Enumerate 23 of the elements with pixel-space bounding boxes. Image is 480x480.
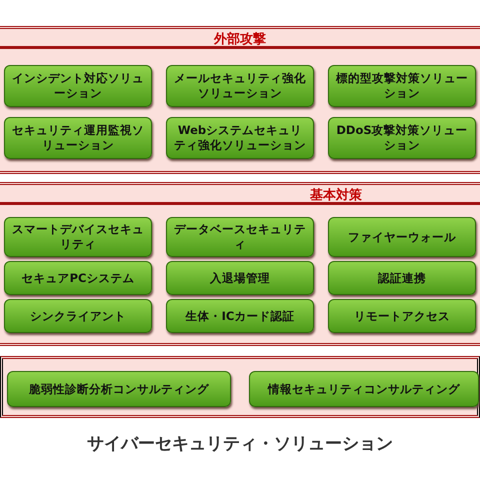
solution-box: ファイヤーウォール	[328, 217, 476, 257]
category-band	[0, 356, 480, 418]
solution-box: 入退場管理	[166, 261, 314, 295]
solution-box: スマートデバイスセキュリティ	[4, 217, 152, 257]
solution-box: リモートアクセス	[328, 299, 476, 333]
solution-box: シンクライアント	[4, 299, 152, 333]
solution-box: 認証連携	[328, 261, 476, 295]
solution-box: インシデント対応ソリューション	[4, 65, 152, 107]
solution-box: セキュアPCシステム	[4, 261, 152, 295]
solution-box: 生体・ICカード認証	[166, 299, 314, 333]
band-title: 基本対策	[310, 186, 362, 204]
solution-box: DDoS攻撃対策ソリューション	[328, 117, 476, 159]
solution-box: Webシステムセキュリティ強化ソリューション	[166, 117, 314, 159]
solution-box: 脆弱性診断分析コンサルティング	[7, 371, 231, 407]
solution-box: メールセキュリティ強化ソリューション	[166, 65, 314, 107]
solution-box: データベースセキュリティ	[166, 217, 314, 257]
band-title: 外部攻撃	[212, 30, 267, 48]
solution-box: セキュリティ運用監視ソリューション	[4, 117, 152, 159]
category-band	[0, 26, 480, 174]
caption: サイバーセキュリティ・ソリューション	[86, 433, 394, 455]
solution-box: 標的型攻撃対策ソリューション	[328, 65, 476, 107]
category-band	[0, 182, 480, 346]
solution-box: 情報セキュリティコンサルティング	[249, 371, 479, 407]
